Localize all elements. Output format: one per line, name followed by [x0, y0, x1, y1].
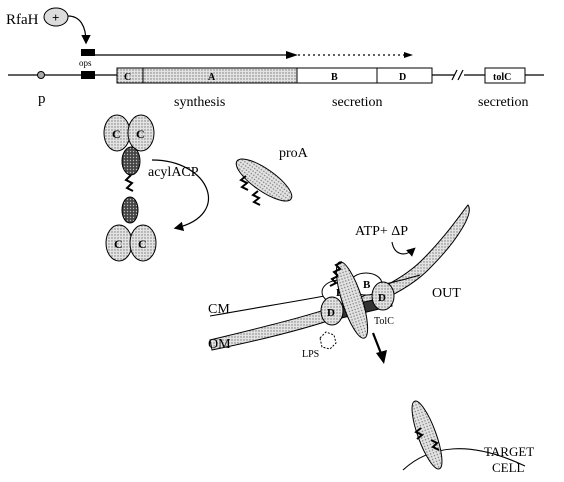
- hlyc-label: C: [138, 237, 147, 251]
- secretion-arrowhead: [376, 350, 387, 364]
- free-acp-blob: [121, 196, 139, 224]
- inserted-acyl-icon: [430, 439, 440, 451]
- rfah-arrow: [67, 15, 91, 45]
- hlya-molecule: [335, 261, 369, 339]
- hlya-acyl-icon: [329, 275, 339, 287]
- hlya-acyl-icon: [332, 261, 343, 277]
- gene-a: [142, 67, 298, 84]
- activation-panel: C C acylACP C C proA: [103, 114, 309, 262]
- ops-box: [81, 49, 95, 56]
- proa-molecule: [235, 158, 293, 202]
- hlyd-unit: [371, 281, 395, 311]
- cm-label: CM: [208, 302, 230, 317]
- energy-label: ATP+ ΔP: [355, 224, 408, 239]
- rfah-label: RfaH: [6, 12, 39, 28]
- target-panel: TARGET CELL: [402, 400, 534, 475]
- activation-arrow: [151, 159, 209, 232]
- dna-break-1: [451, 69, 458, 81]
- gene-a-label: A: [208, 72, 216, 83]
- synthesis-caption: synthesis: [174, 95, 225, 110]
- inserted-acyl-icon: [414, 427, 424, 440]
- proa-acyl-icon: [251, 190, 261, 206]
- hlya-inserted: [411, 400, 443, 470]
- gene-tolc: [484, 67, 526, 84]
- transcript-arrowhead: [286, 51, 298, 59]
- proa-label: proA: [279, 146, 309, 161]
- out-label: OUT: [432, 286, 461, 301]
- hlyd-label: D: [378, 292, 386, 304]
- target-label-line1: TARGET: [484, 444, 534, 459]
- rfah-plus-icon: +: [43, 7, 69, 27]
- hlyc-subunit: [127, 114, 155, 152]
- hlyc-subunit: [129, 224, 157, 262]
- promoter-label: p: [38, 91, 46, 107]
- svg-text:+: +: [52, 10, 59, 25]
- ops-label: ops: [79, 58, 92, 68]
- acyl-acp-label: acylACP: [148, 165, 199, 180]
- tolc-secretion-caption: secretion: [478, 95, 529, 110]
- target-cell-membrane: [402, 448, 526, 471]
- hlyd-unit: [320, 296, 344, 326]
- hlyc-label: C: [136, 127, 145, 141]
- secretion-caption: secretion: [332, 95, 383, 110]
- hlyd-label: D: [327, 307, 335, 319]
- hlyb-label: B: [363, 279, 371, 291]
- om-label: OM: [208, 337, 231, 352]
- promoter-dot: [37, 71, 45, 79]
- gene-c-label: C: [124, 72, 131, 83]
- acyl-acp-blob: [121, 146, 141, 176]
- operon-map: RfaH + ops p C A B D to: [6, 7, 544, 110]
- proa-acyl-icon: [239, 175, 249, 191]
- ops-site: [81, 71, 95, 79]
- energy-arrow: [391, 241, 416, 257]
- acyl-chain-icon: [124, 174, 134, 192]
- dna-break-2: [457, 69, 464, 81]
- hlyc-label: C: [114, 237, 123, 251]
- lps-icon: [319, 331, 337, 350]
- transcript-dotted-arrowhead: [404, 52, 413, 58]
- gene-tolc-label: tolC: [493, 72, 511, 83]
- lps-label: LPS: [302, 349, 319, 360]
- tolc-label: TolC: [374, 316, 394, 327]
- target-label-line2: CELL: [492, 460, 525, 475]
- hlyc-label: C: [112, 127, 121, 141]
- gene-b-label: B: [331, 72, 338, 83]
- membrane-panel: B B D D LPS TolC ATP+ ΔP OUT CM OM: [208, 204, 470, 364]
- gene-d-label: D: [399, 72, 406, 83]
- gene-d: [376, 67, 433, 84]
